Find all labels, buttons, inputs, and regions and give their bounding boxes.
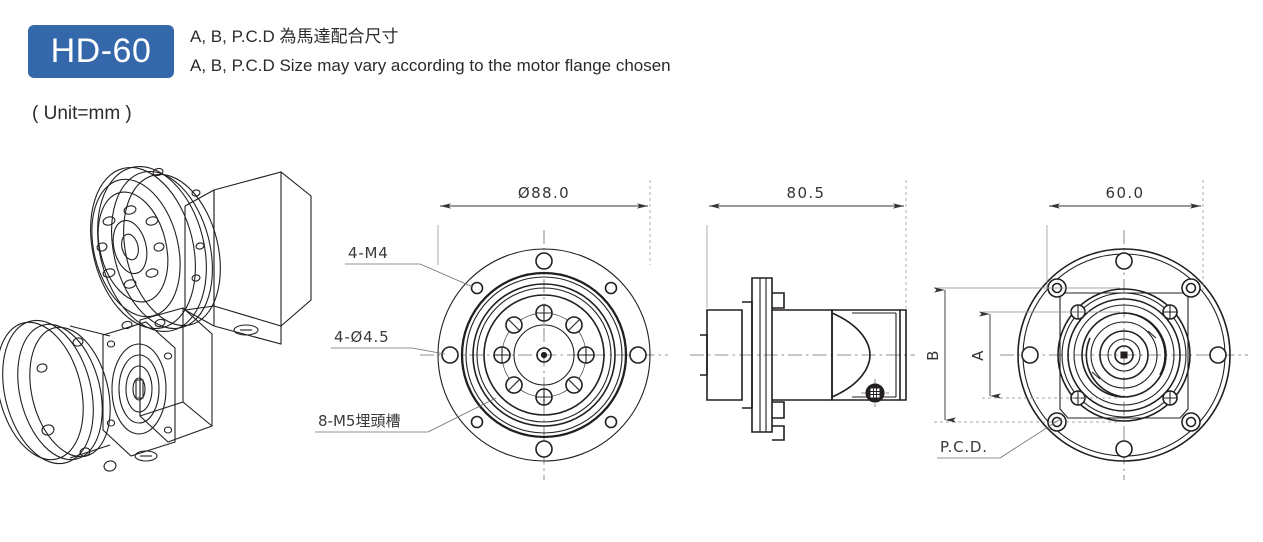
callout-four-dia45: 4-Ø4.5 [331,328,446,355]
dimension-front-diameter: Ø88.0 [437,180,651,265]
header: HD-60 A, B, P.C.D 為馬達配合尺寸 A, B, P.C.D Si… [0,0,1263,140]
unit-note: ( Unit=mm ) [32,103,132,124]
side-view-section: 80.5 [690,180,915,441]
callout-eight-m5: 8-M5埋頭槽 [315,397,497,433]
rear-view-motor-flange: 60.0 B A P.C.D. [924,180,1248,480]
callout-eight-m5-label: 8-M5埋頭槽 [318,412,400,430]
callout-four-m4-label: 4-M4 [348,244,389,262]
dimension-side-length: 80.5 [706,180,907,308]
dimension-vertical-a-label: A [969,349,987,361]
callout-four-dia45-label: 4-Ø4.5 [334,328,389,346]
eight-m5-hole-group [493,304,595,406]
dimension-vertical-a: A [969,311,1120,399]
four-dia45-hole-group [441,252,647,458]
dimension-vertical-b: B [924,287,1120,423]
dimension-side-length-label: 80.5 [787,184,826,202]
drawing-area: Ø88.0 4-M4 4-Ø4.5 8-M5埋頭槽 [0,130,1263,542]
note-english: A, B, P.C.D Size may vary according to t… [190,56,671,75]
callout-pcd: P.C.D. [937,417,1063,459]
callout-pcd-label: P.C.D. [940,438,988,456]
dimension-rear-width: 60.0 [1046,180,1204,290]
rear-cardinal-hole-group [1021,252,1227,458]
model-badge: HD-60 [28,25,174,78]
isometric-view-motor-side [0,307,213,472]
dimension-rear-width-label: 60.0 [1106,184,1145,202]
note-block: A, B, P.C.D 為馬達配合尺寸 A, B, P.C.D Size may… [190,22,671,80]
dimension-vertical-b-label: B [924,349,942,361]
front-view-output-flange: Ø88.0 4-M4 4-Ø4.5 8-M5埋頭槽 [315,180,668,480]
isometric-view-output-side [90,165,312,345]
callout-four-m4: 4-M4 [345,244,474,288]
four-m4-hole-group [470,281,618,429]
dimension-front-diameter-label: Ø88.0 [518,184,570,202]
note-chinese: A, B, P.C.D 為馬達配合尺寸 [190,27,399,46]
oil-plug [861,379,889,407]
